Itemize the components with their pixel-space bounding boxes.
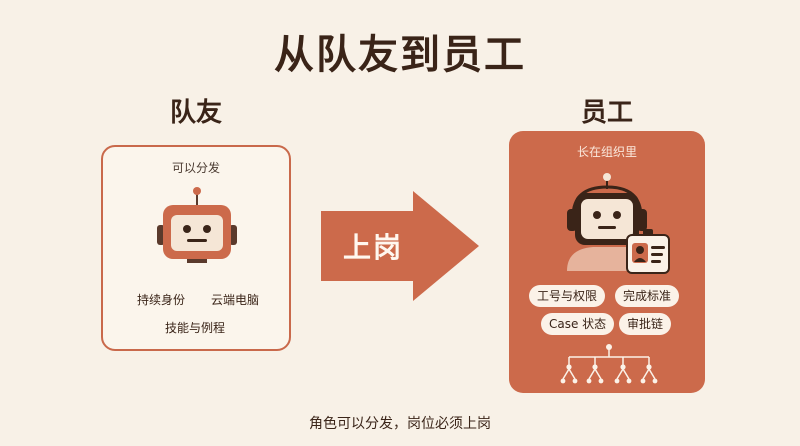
id-badge-icon [626, 229, 670, 274]
employee-tag-done-criteria: 完成标准 [615, 285, 680, 307]
employee-tag-case-status: Case 状态 [541, 313, 615, 335]
page-title: 从队友到员工 [274, 32, 526, 78]
arrow-right-icon [321, 191, 479, 301]
org-chart-icon [560, 344, 658, 384]
teammate-tag-skills: 技能与例程 [157, 317, 234, 339]
robot-icon [157, 187, 237, 263]
teammate-heading: 队友 [169, 98, 222, 128]
employee-tag-approval-chain: 审批链 [619, 313, 672, 335]
employee-heading: 员工 [580, 98, 633, 128]
transition-label: 上岗 [342, 231, 403, 264]
teammate-card: 可以分发 持续身份 云端电脑 技能与例程 [101, 145, 291, 351]
teammate-caption: 可以分发 [171, 161, 220, 175]
employee-caption: 长在组织里 [576, 145, 637, 159]
teammate-tag-identity: 持续身份 [129, 289, 194, 311]
footer-caption: 角色可以分发，岗位必须上岗 [309, 416, 491, 432]
employee-tag-permissions: 工号与权限 [529, 285, 606, 307]
employee-card: 长在组织里 工号与权限 完成标准 Case 状态 审批链 [509, 131, 705, 393]
teammate-tag-cloud: 云端电脑 [203, 289, 268, 311]
